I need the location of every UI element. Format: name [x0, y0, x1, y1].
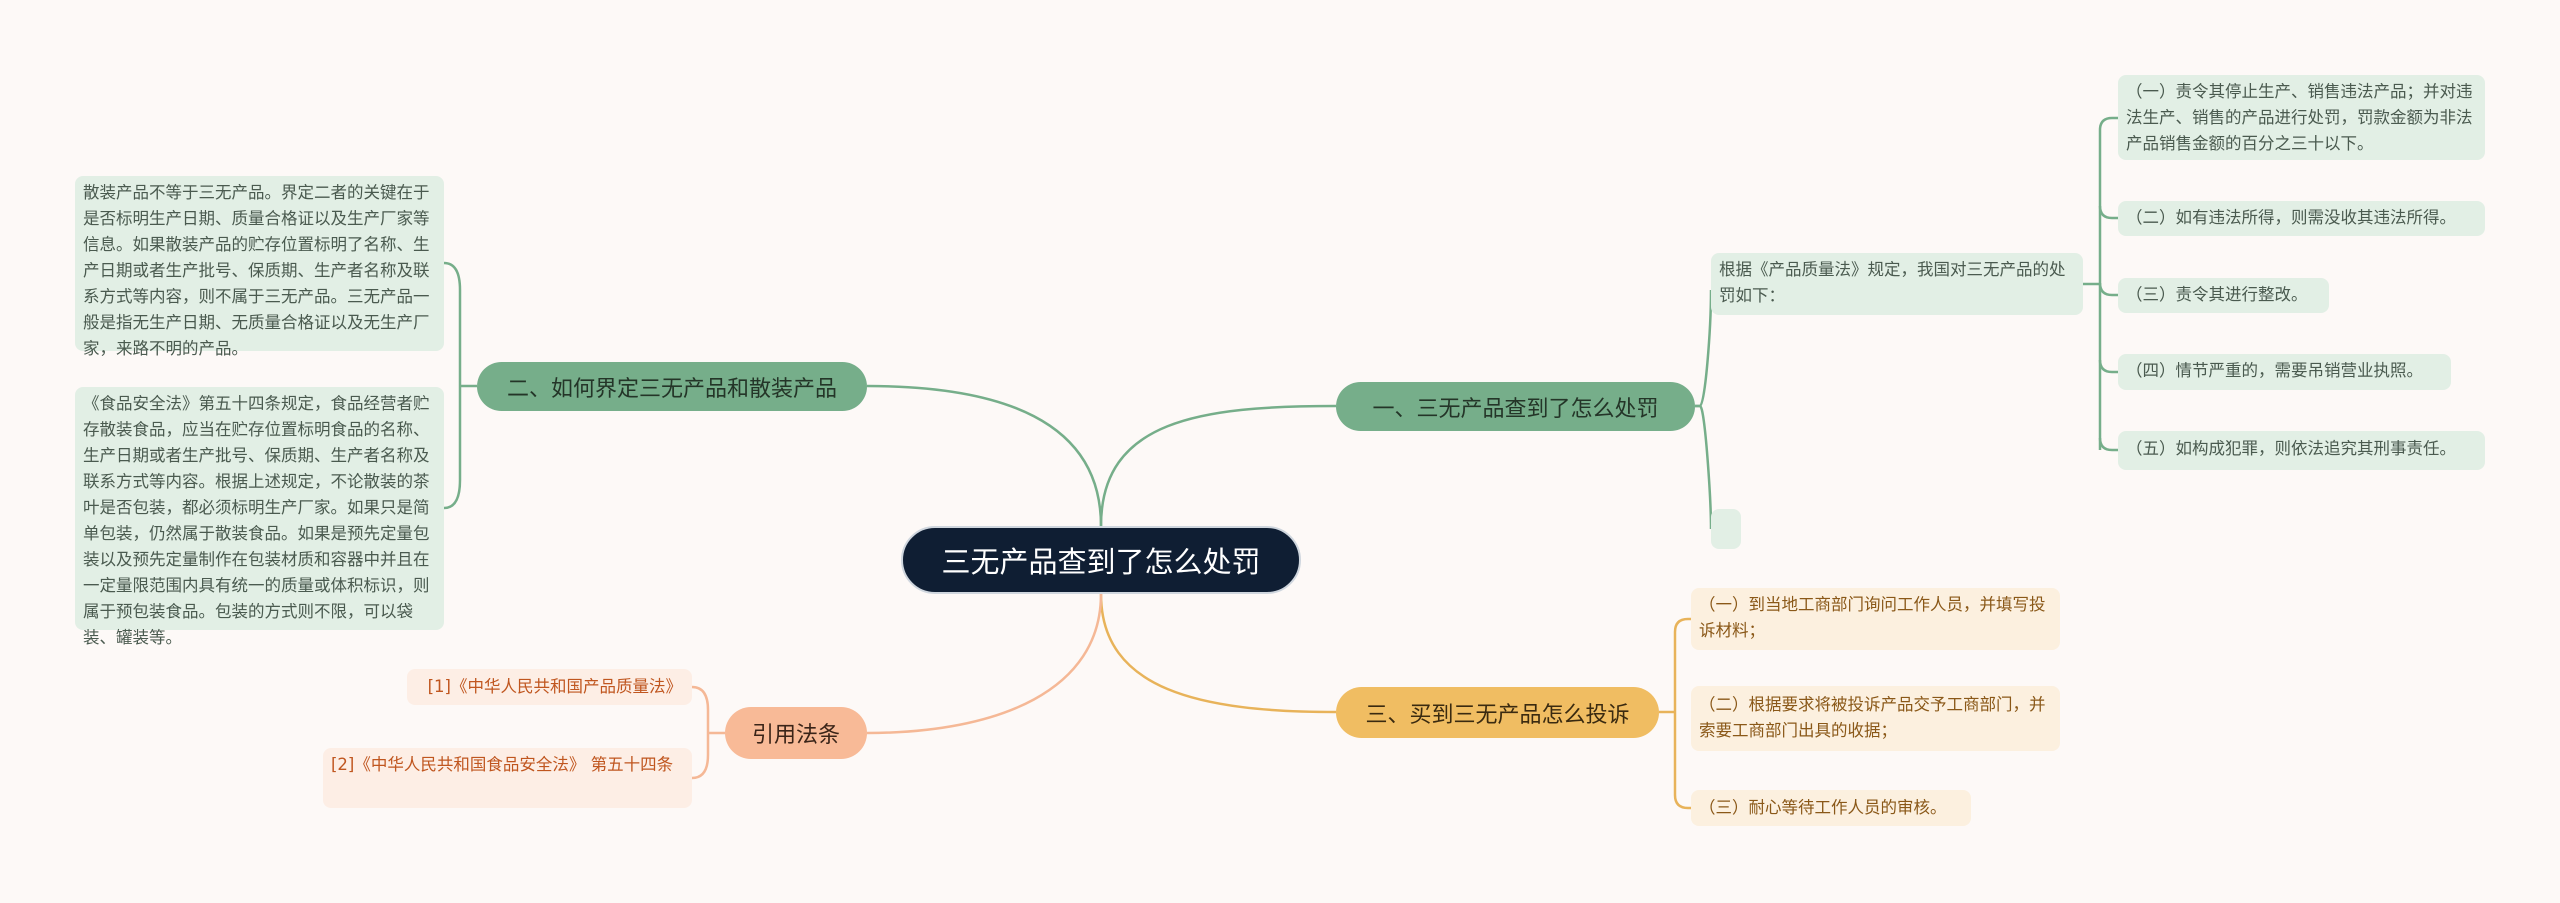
reference-1[interactable]: [1]《中华人民共和国产品质量法》: [407, 669, 692, 705]
penalty-item-5[interactable]: （五）如构成犯罪，则依法追究其刑事责任。: [2118, 431, 2485, 470]
complaint-step-2[interactable]: （二）根据要求将被投诉产品交予工商部门，并索要工商部门出具的收据；: [1691, 686, 2060, 751]
definition-text-1[interactable]: 散装产品不等于三无产品。界定二者的关键在于是否标明生产日期、质量合格证以及生产厂…: [75, 176, 444, 358]
branch-penalties[interactable]: 一、三无产品查到了怎么处罚: [1336, 382, 1695, 431]
empty-node[interactable]: [1711, 509, 1741, 549]
penalties-intro[interactable]: 根据《产品质量法》规定，我国对三无产品的处罚如下：: [1711, 253, 2083, 315]
branch-references[interactable]: 引用法条: [725, 707, 867, 759]
complaint-step-3[interactable]: （三）耐心等待工作人员的审核。: [1691, 790, 1971, 826]
penalty-item-4[interactable]: （四）情节严重的，需要吊销营业执照。: [2118, 354, 2451, 390]
penalty-item-3[interactable]: （三）责令其进行整改。: [2118, 278, 2329, 313]
branch-complaint[interactable]: 三、买到三无产品怎么投诉: [1336, 687, 1659, 738]
reference-2[interactable]: [2]《中华人民共和国食品安全法》 第五十四条: [323, 748, 692, 808]
penalty-item-1[interactable]: （一）责令其停止生产、销售违法产品；并对违法生产、销售的产品进行处罚，罚款金额为…: [2118, 75, 2485, 160]
penalty-item-2[interactable]: （二）如有违法所得，则需没收其违法所得。: [2118, 201, 2485, 236]
central-topic[interactable]: 三无产品查到了怎么处罚: [901, 526, 1301, 594]
complaint-step-1[interactable]: （一）到当地工商部门询问工作人员，并填写投诉材料；: [1691, 588, 2060, 650]
definition-text-2[interactable]: 《食品安全法》第五十四条规定，食品经营者贮存散装食品，应当在贮存位置标明食品的名…: [75, 387, 444, 647]
branch-definition[interactable]: 二、如何界定三无产品和散装产品: [477, 362, 867, 411]
